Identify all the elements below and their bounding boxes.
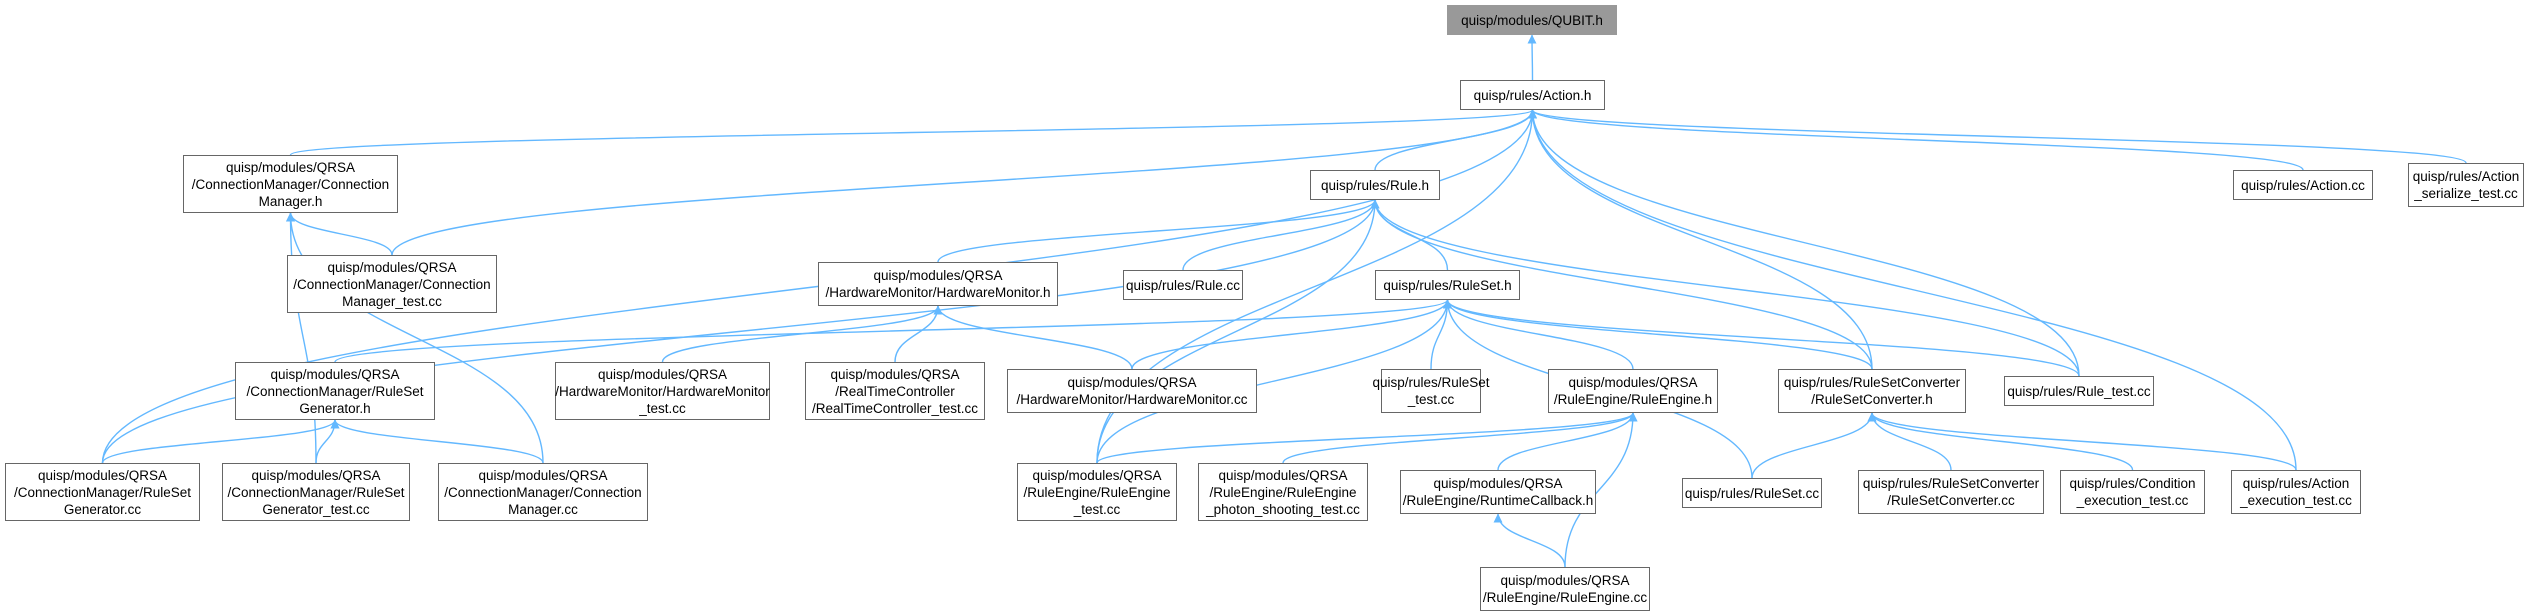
edge-ruleset-test-to-ruleset-h bbox=[1430, 299, 1452, 370]
edge-rsc-cc-to-rsc-h bbox=[1867, 412, 1952, 471]
node-rsg-test[interactable]: quisp/modules/QRSA /ConnectionManager/Ru… bbox=[222, 463, 410, 521]
edge-rsg-cc-to-rsg-h bbox=[101, 419, 340, 464]
edge-rsg-cc-to-action-h bbox=[101, 109, 1537, 464]
node-cm-h[interactable]: quisp/modules/QRSA /ConnectionManager/Co… bbox=[183, 155, 398, 213]
node-hm-test[interactable]: quisp/modules/QRSA /HardwareMonitor/Hard… bbox=[555, 362, 770, 420]
edge-re-test-to-ruleset-h bbox=[1096, 299, 1452, 464]
node-ruleset-test[interactable]: quisp/rules/RuleSet _test.cc bbox=[1372, 369, 1490, 413]
node-qubit-h: quisp/modules/QUBIT.h bbox=[1447, 5, 1617, 35]
edge-action-exec-to-action-h bbox=[1528, 109, 2297, 471]
edge-rule-test-to-ruleset-h bbox=[1443, 299, 2080, 377]
node-hm-cc[interactable]: quisp/modules/QRSA /HardwareMonitor/Hard… bbox=[1007, 369, 1257, 413]
node-cm-cc[interactable]: quisp/modules/QRSA /ConnectionManager/Co… bbox=[438, 463, 648, 521]
node-rule-h[interactable]: quisp/rules/Rule.h bbox=[1310, 170, 1440, 200]
edge-rc-h-to-re-h bbox=[1497, 412, 1638, 471]
edge-cond-test-to-rsc-h bbox=[1867, 412, 2134, 471]
edge-rsg-cc-to-rule-h bbox=[101, 199, 1380, 464]
node-cm-test[interactable]: quisp/modules/QRSA /ConnectionManager/Co… bbox=[287, 255, 497, 313]
edge-cm-test-to-cm-h bbox=[286, 212, 393, 256]
edge-cm-cc-to-rsg-h bbox=[330, 419, 544, 464]
node-action-exec[interactable]: quisp/rules/Action _execution_test.cc bbox=[2231, 470, 2361, 514]
node-cond-test[interactable]: quisp/rules/Condition _execution_test.cc bbox=[2060, 470, 2205, 514]
edge-re-cc-to-re-h bbox=[1564, 412, 1638, 568]
edge-rule-test-to-action-h bbox=[1528, 109, 2080, 377]
edge-hm-cc-to-hm-h bbox=[933, 305, 1133, 370]
edge-rsg-test-to-cm-h bbox=[286, 212, 317, 464]
node-ruleset-h[interactable]: quisp/rules/RuleSet.h bbox=[1375, 270, 1520, 300]
node-ruleset-cc[interactable]: quisp/rules/RuleSet.cc bbox=[1682, 478, 1822, 508]
edge-cm-h-to-action-h bbox=[289, 109, 1537, 156]
node-rule-test[interactable]: quisp/rules/Rule_test.cc bbox=[2004, 376, 2154, 406]
node-action-cc[interactable]: quisp/rules/Action.cc bbox=[2233, 170, 2373, 200]
node-action-h[interactable]: quisp/rules/Action.h bbox=[1460, 80, 1605, 110]
edge-action-h-to-qubit-h bbox=[1527, 34, 1537, 81]
edge-action-ser-to-action-h bbox=[1528, 109, 2467, 164]
edge-action-cc-to-action-h bbox=[1528, 109, 2304, 171]
edge-hm-cc-to-ruleset-h bbox=[1131, 299, 1452, 370]
node-re-photon[interactable]: quisp/modules/QRSA /RuleEngine/RuleEngin… bbox=[1198, 463, 1368, 521]
node-rsc-h[interactable]: quisp/rules/RuleSetConverter /RuleSetCon… bbox=[1778, 369, 1966, 413]
node-re-h[interactable]: quisp/modules/QRSA /RuleEngine/RuleEngin… bbox=[1548, 369, 1718, 413]
node-rsg-h[interactable]: quisp/modules/QRSA /ConnectionManager/Ru… bbox=[235, 362, 435, 420]
edge-re-h-to-ruleset-h bbox=[1443, 299, 1634, 370]
edge-rsc-h-to-ruleset-h bbox=[1443, 299, 1873, 370]
node-action-ser[interactable]: quisp/rules/Action _serialize_test.cc bbox=[2408, 163, 2524, 207]
edge-re-cc-to-rc-h bbox=[1493, 513, 1566, 568]
node-rule-cc[interactable]: quisp/rules/Rule.cc bbox=[1123, 270, 1243, 300]
edge-re-test-to-re-h bbox=[1096, 412, 1638, 464]
node-re-cc[interactable]: quisp/modules/QRSA /RuleEngine/RuleEngin… bbox=[1480, 567, 1650, 611]
edge-rsg-h-to-ruleset-h bbox=[334, 299, 1452, 363]
edge-rsc-h-to-action-h bbox=[1528, 109, 1873, 370]
node-rc-h[interactable]: quisp/modules/QRSA /RuleEngine/RuntimeCa… bbox=[1400, 470, 1596, 514]
node-rtc-test[interactable]: quisp/modules/QRSA /RealTimeController /… bbox=[805, 362, 985, 420]
node-rsc-cc[interactable]: quisp/rules/RuleSetConverter /RuleSetCon… bbox=[1858, 470, 2044, 514]
node-rsg-cc[interactable]: quisp/modules/QRSA /ConnectionManager/Ru… bbox=[5, 463, 200, 521]
edge-rsc-h-to-rule-h bbox=[1370, 199, 1873, 370]
node-re-test[interactable]: quisp/modules/QRSA /RuleEngine/RuleEngin… bbox=[1017, 463, 1177, 521]
edge-re-photon-to-re-h bbox=[1282, 412, 1638, 464]
edge-action-exec-to-rsc-h bbox=[1867, 412, 2297, 471]
edge-re-test-to-rule-h bbox=[1096, 199, 1380, 464]
edge-hm-h-to-rule-h bbox=[937, 199, 1380, 263]
edge-rule-test-to-rule-h bbox=[1370, 199, 2080, 377]
edge-ruleset-cc-to-rsc-h bbox=[1751, 412, 1877, 479]
node-hm-h[interactable]: quisp/modules/QRSA /HardwareMonitor/Hard… bbox=[818, 262, 1058, 306]
edge-cm-test-to-action-h bbox=[391, 109, 1537, 256]
edge-rule-cc-to-rule-h bbox=[1182, 199, 1380, 271]
